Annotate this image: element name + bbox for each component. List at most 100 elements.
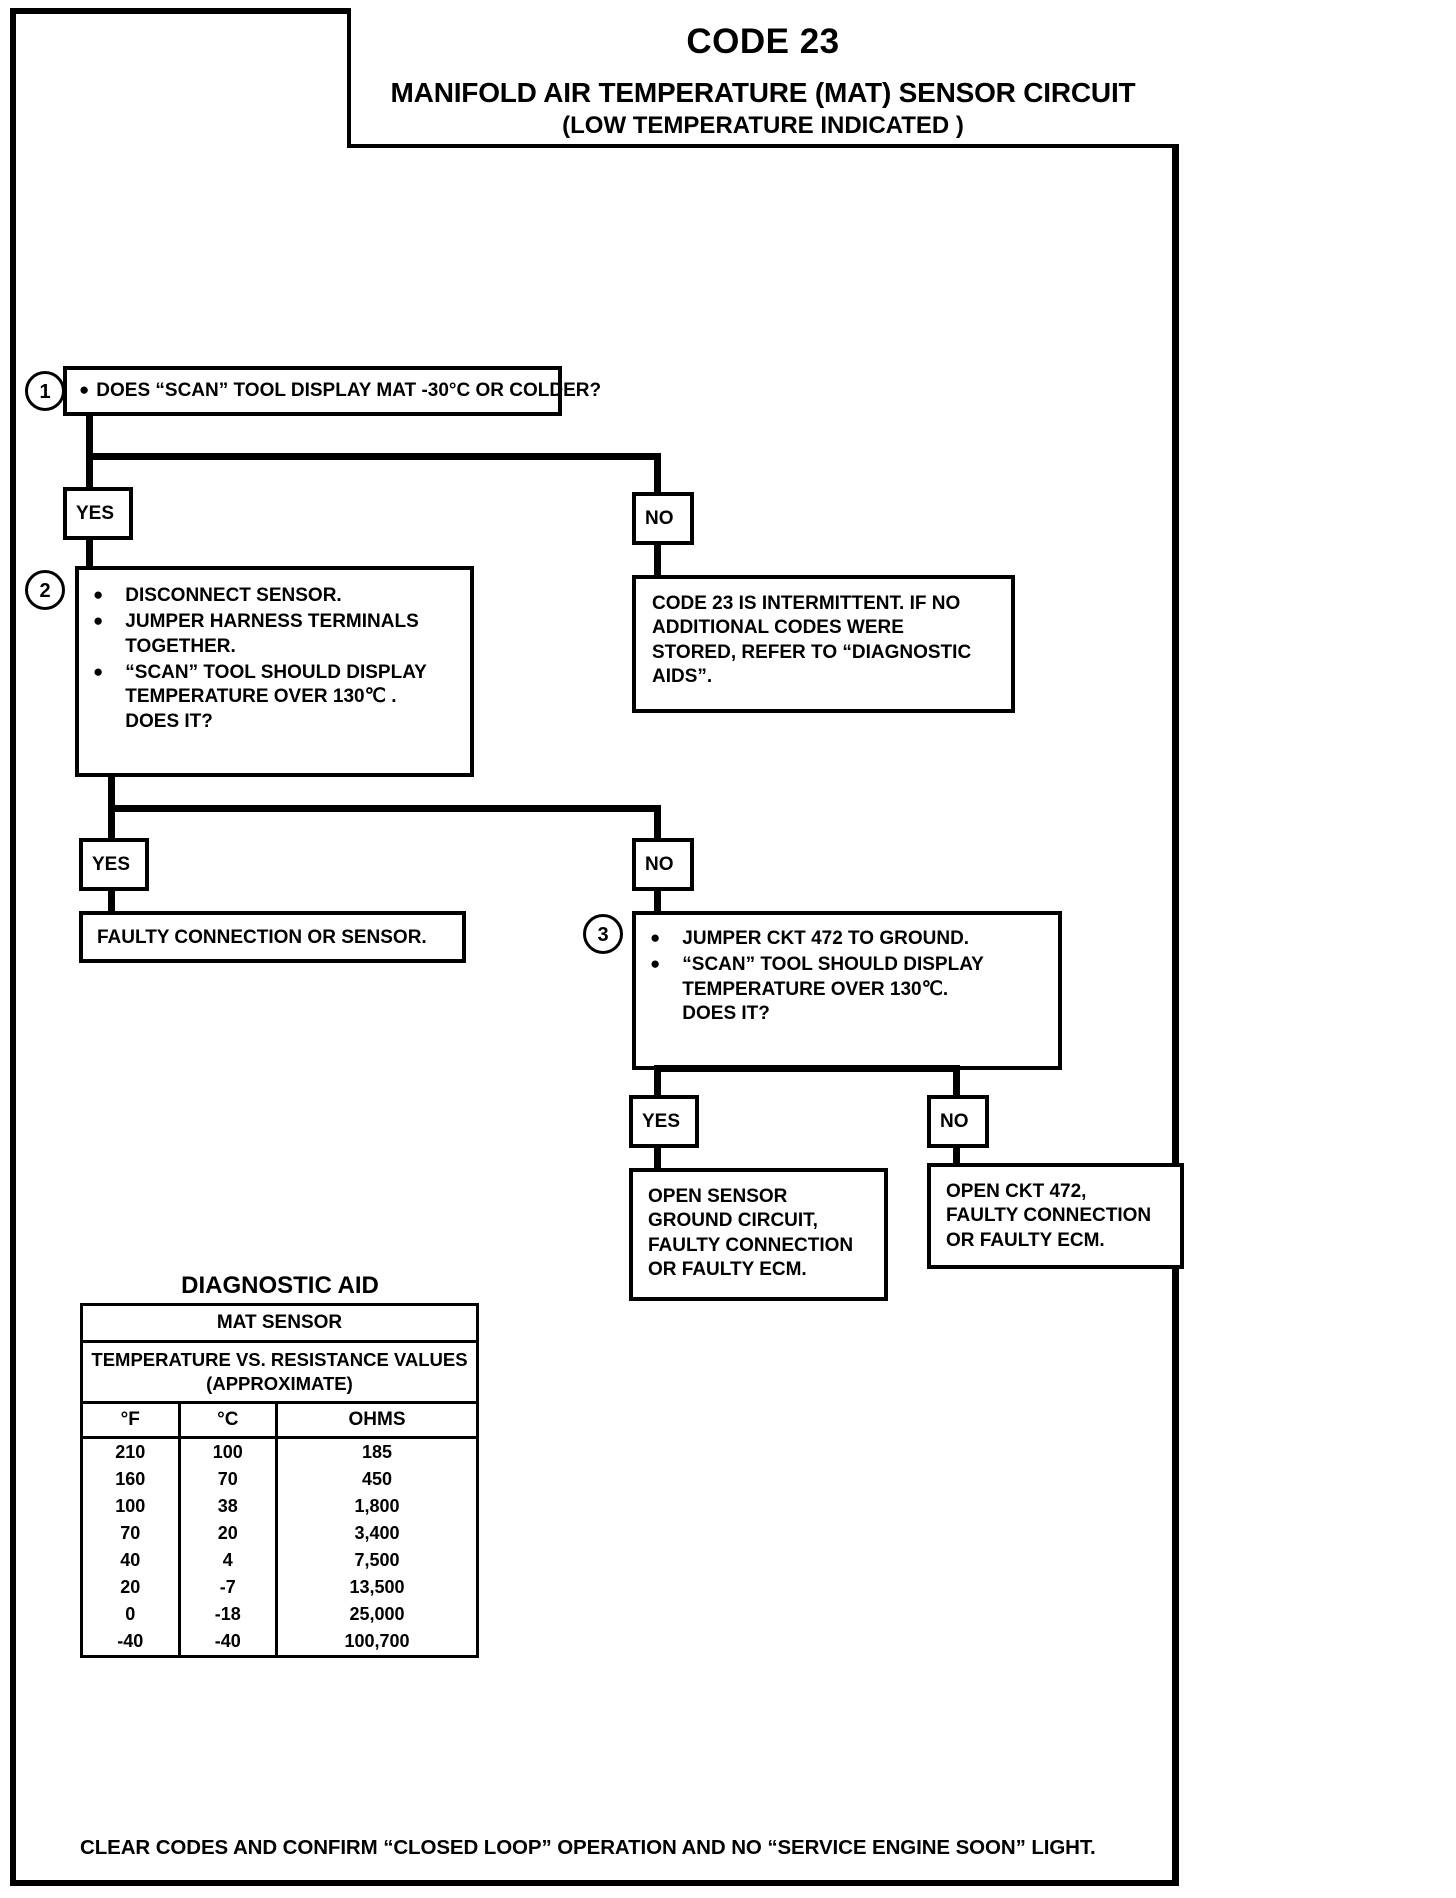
table-row: 160 70 450	[80, 1466, 479, 1493]
connector-step1-yes	[86, 453, 93, 493]
table-row: 0 -18 25,000	[80, 1601, 479, 1628]
bullet-icon: ●	[93, 661, 104, 681]
table-row: -40 -40 100,700	[80, 1628, 479, 1658]
connector-step1-no	[654, 453, 661, 493]
table-row-columns: °F °C OHMS	[80, 1401, 479, 1439]
bullet-icon: ●	[93, 585, 104, 604]
page-title-code: CODE 23	[686, 22, 840, 61]
intermittent-line-2: ADDITIONAL CODES WERE	[652, 617, 904, 639]
open-ckt-line-3: OR FAULTY ECM.	[946, 1229, 1105, 1251]
page-border-bottom	[10, 1880, 1179, 1886]
connector-no3-to-result	[953, 1148, 960, 1172]
step-3-box: ● JUMPER CKT 472 TO GROUND. ● “SCAN” TOO…	[632, 911, 1062, 1070]
branch-no-3: NO	[927, 1095, 989, 1148]
cell-f: 100	[80, 1493, 181, 1520]
page-border-right	[1172, 8, 1179, 1886]
branch-no-1: NO	[632, 492, 694, 545]
step-number-2: 2	[25, 570, 65, 610]
branch-no-2: NO	[632, 838, 694, 891]
page-title-main: MANIFOLD AIR TEMPERATURE (MAT) SENSOR CI…	[390, 77, 1136, 108]
open-sensor-line-3: FAULTY CONNECTION	[648, 1234, 854, 1256]
connector-step1-across	[86, 453, 661, 460]
step-2-line-3b: TEMPERATURE OVER 130℃ .	[125, 686, 397, 708]
cell-ohms: 450	[275, 1466, 479, 1493]
cell-ohms: 185	[275, 1436, 479, 1466]
connector-step1-down	[86, 416, 93, 460]
page-border-left	[10, 8, 16, 1886]
cell-f: 0	[80, 1601, 181, 1628]
step-3-line-2a: “SCAN” TOOL SHOULD DISPLAY	[682, 954, 984, 976]
step-number-1: 1	[25, 371, 65, 411]
table-row-subhead-1: TEMPERATURE VS. RESISTANCE VALUES	[80, 1340, 479, 1373]
cell-c: -7	[177, 1574, 279, 1601]
connector-step2-yes	[108, 805, 115, 845]
step-2-box: ● DISCONNECT SENSOR. ● JUMPER HARNESS TE…	[75, 566, 474, 777]
intermittent-line-3: STORED, REFER TO “DIAGNOSTIC	[652, 641, 972, 663]
table-col-ohms: OHMS	[275, 1401, 479, 1439]
table-row-subhead-2: (APPROXIMATE)	[80, 1373, 479, 1404]
cell-c: 20	[177, 1520, 279, 1547]
step-1-box: ● DOES “SCAN” TOOL DISPLAY MAT -30°C OR …	[63, 366, 601, 416]
connector-step3-yes	[654, 1065, 661, 1105]
diagnostic-aid-title: DIAGNOSTIC AID	[181, 1272, 379, 1299]
step-2-line-2a: JUMPER HARNESS TERMINALS	[125, 611, 419, 633]
bullet-icon: ●	[79, 380, 90, 399]
cell-c: -18	[177, 1601, 279, 1628]
connector-no2-to-step3	[654, 891, 661, 915]
cell-ohms: 13,500	[275, 1574, 479, 1601]
table-row: 100 38 1,800	[80, 1493, 479, 1520]
connector-yes3-to-result	[654, 1148, 661, 1172]
open-sensor-line-2: GROUND CIRCUIT,	[648, 1210, 818, 1232]
cell-f: 70	[80, 1520, 181, 1547]
connector-step2-down	[108, 777, 115, 812]
open-ckt-line-1: OPEN CKT 472,	[946, 1181, 1087, 1202]
table-sensor-head: MAT SENSOR	[80, 1303, 479, 1343]
bullet-icon: ●	[650, 954, 661, 974]
step-3-line-1: JUMPER CKT 472 TO GROUND.	[682, 928, 970, 949]
connector-step3-across	[654, 1065, 960, 1072]
cell-ohms: 7,500	[275, 1547, 479, 1574]
diagnostic-aid-table: MAT SENSOR TEMPERATURE VS. RESISTANCE VA…	[80, 1303, 479, 1658]
cell-c: 100	[177, 1436, 279, 1466]
cell-c: -40	[177, 1628, 279, 1658]
result-open-ckt-472-box: OPEN CKT 472, FAULTY CONNECTION OR FAULT…	[927, 1163, 1184, 1269]
result-intermittent-box: CODE 23 IS INTERMITTENT. IF NO ADDITIONA…	[632, 575, 1015, 713]
open-ckt-line-2: FAULTY CONNECTION	[946, 1205, 1152, 1227]
cell-c: 70	[177, 1466, 279, 1493]
branch-yes-2: YES	[79, 838, 149, 891]
connector-yes1-to-step2	[86, 540, 93, 570]
step-2-line-1: DISCONNECT SENSOR.	[125, 585, 342, 606]
table-row: 20 -7 13,500	[80, 1574, 479, 1601]
connector-step2-no	[654, 805, 661, 845]
cell-c: 38	[177, 1493, 279, 1520]
cell-f: 40	[80, 1547, 181, 1574]
connector-step2-across	[108, 805, 661, 812]
cell-c: 4	[177, 1547, 279, 1574]
title-box	[347, 8, 1179, 148]
cell-f: -40	[80, 1628, 181, 1658]
step-2-line-3c: DOES IT?	[125, 710, 213, 732]
table-row: 70 20 3,400	[80, 1520, 479, 1547]
table-col-c: °C	[177, 1401, 279, 1439]
table-subhead-line2: (APPROXIMATE)	[80, 1373, 479, 1404]
step-number-3: 3	[583, 914, 623, 954]
intermittent-line-1: CODE 23 IS INTERMITTENT. IF NO	[652, 593, 961, 614]
step-3-line-2c: DOES IT?	[682, 1002, 770, 1024]
cell-ohms: 25,000	[275, 1601, 479, 1628]
table-row: 40 4 7,500	[80, 1547, 479, 1574]
connector-step3-no	[953, 1065, 960, 1105]
branch-yes-3: YES	[629, 1095, 699, 1148]
result-open-sensor-ground-box: OPEN SENSOR GROUND CIRCUIT, FAULTY CONNE…	[629, 1168, 888, 1301]
step-2-line-2b: TOGETHER.	[125, 635, 236, 657]
open-sensor-line-1: OPEN SENSOR	[648, 1186, 788, 1207]
bullet-icon: ●	[93, 611, 104, 631]
table-col-f: °F	[80, 1401, 181, 1439]
page-title-sub: (LOW TEMPERATURE INDICATED )	[562, 112, 964, 139]
cell-ohms: 1,800	[275, 1493, 479, 1520]
step-1-question: DOES “SCAN” TOOL DISPLAY MAT -30°C OR CO…	[96, 380, 602, 401]
branch-yes-1: YES	[63, 487, 133, 540]
cell-f: 210	[80, 1436, 181, 1466]
table-subhead-line1: TEMPERATURE VS. RESISTANCE VALUES	[80, 1340, 479, 1373]
cell-ohms: 3,400	[275, 1520, 479, 1547]
